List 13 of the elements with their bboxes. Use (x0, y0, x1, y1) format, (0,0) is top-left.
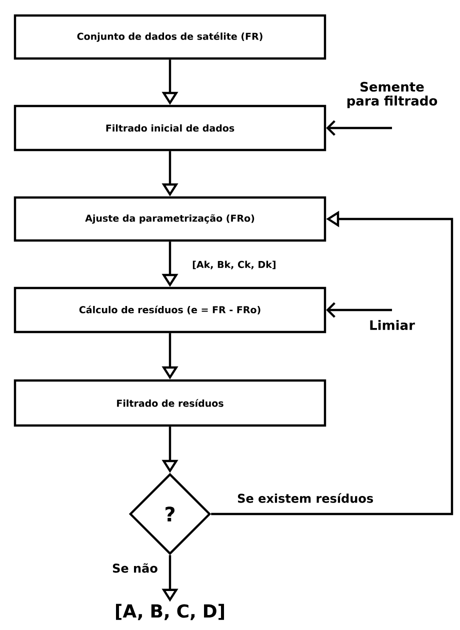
edge-label: Se não (111, 562, 159, 574)
input-text: Semente para filtrado (347, 82, 438, 108)
edge-label: Se existem resíduos (236, 492, 375, 504)
arrow (326, 120, 392, 136)
process-box: Filtrado de resíduos (14, 379, 326, 427)
process-box: Filtrado inicial de dados (14, 104, 326, 152)
process-box: Ajuste da parametrização (FRo) (14, 196, 326, 242)
process-box: Cálculo de resíduos (e = FR - FRo) (14, 286, 326, 334)
process-box: Conjunto de dados de satélite (FR) (14, 14, 326, 60)
edge-label: [Ak, Bk, Ck, Dk] (191, 260, 278, 270)
result-text: [A, B, C, D] (116, 604, 224, 620)
arrow (326, 302, 392, 318)
input-text: Limiar (370, 320, 415, 330)
